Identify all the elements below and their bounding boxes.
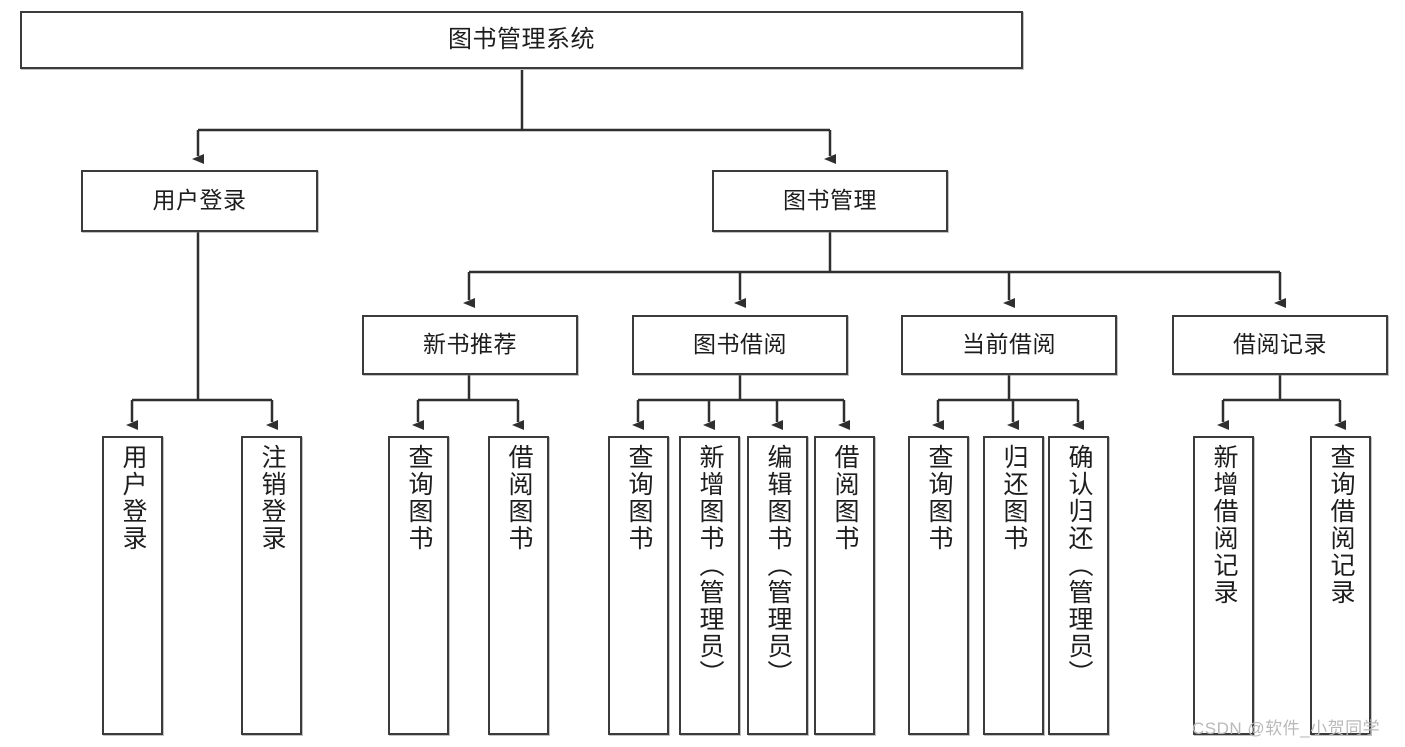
node-current-borrow[interactable]: 当前借阅 <box>901 315 1117 375</box>
node-leaf-add-book-admin[interactable]: 新增图书（管理员） <box>679 436 740 735</box>
node-new-book-recommend[interactable]: 新书推荐 <box>362 315 578 375</box>
node-root-system[interactable]: 图书管理系统 <box>20 11 1023 69</box>
node-leaf-confirm-return-admin[interactable]: 确认归还（管理员） <box>1048 436 1109 735</box>
node-leaf-borrow-book-recommend[interactable]: 借阅图书 <box>488 436 549 735</box>
node-leaf-edit-book-admin[interactable]: 编辑图书（管理员） <box>747 436 808 735</box>
node-label: 查询图书 <box>405 444 433 552</box>
node-leaf-query-book-borrow[interactable]: 查询图书 <box>608 436 669 735</box>
node-label: 新增图书（管理员） <box>696 444 724 687</box>
node-label: 用户登录 <box>119 444 147 552</box>
node-label: 查询借阅记录 <box>1327 444 1355 606</box>
node-borrow-record[interactable]: 借阅记录 <box>1172 315 1388 375</box>
node-leaf-return-book[interactable]: 归还图书 <box>983 436 1044 735</box>
node-label: 查询图书 <box>625 444 653 552</box>
node-label: 归还图书 <box>1000 444 1028 552</box>
node-label: 当前借阅 <box>962 331 1056 358</box>
node-leaf-query-book-recommend[interactable]: 查询图书 <box>388 436 449 735</box>
node-leaf-borrow-book[interactable]: 借阅图书 <box>814 436 875 735</box>
node-label: 借阅图书 <box>505 444 533 552</box>
node-label: 新书推荐 <box>423 331 517 358</box>
node-label: 新增借阅记录 <box>1210 444 1238 606</box>
node-label: 图书管理系统 <box>448 25 595 53</box>
node-user-login[interactable]: 用户登录 <box>81 170 318 232</box>
node-label: 查询图书 <box>925 444 953 552</box>
node-label: 图书借阅 <box>693 331 787 358</box>
node-leaf-query-borrow-record[interactable]: 查询借阅记录 <box>1310 436 1371 735</box>
node-label: 借阅图书 <box>831 444 859 552</box>
node-label: 确认归还（管理员） <box>1065 444 1093 687</box>
node-leaf-user-login[interactable]: 用户登录 <box>102 436 163 735</box>
node-leaf-query-book-current[interactable]: 查询图书 <box>908 436 969 735</box>
node-book-borrow[interactable]: 图书借阅 <box>632 315 848 375</box>
node-leaf-add-borrow-record[interactable]: 新增借阅记录 <box>1193 436 1254 735</box>
node-label: 编辑图书（管理员） <box>764 444 792 687</box>
watermark: CSDN @软件_小贺同学 <box>1192 719 1381 738</box>
node-book-management[interactable]: 图书管理 <box>712 170 948 232</box>
node-label: 借阅记录 <box>1233 331 1327 358</box>
node-leaf-user-logout[interactable]: 注销登录 <box>241 436 302 735</box>
node-label: 注销登录 <box>258 444 286 552</box>
node-label: 图书管理 <box>783 187 877 214</box>
node-label: 用户登录 <box>152 187 247 214</box>
